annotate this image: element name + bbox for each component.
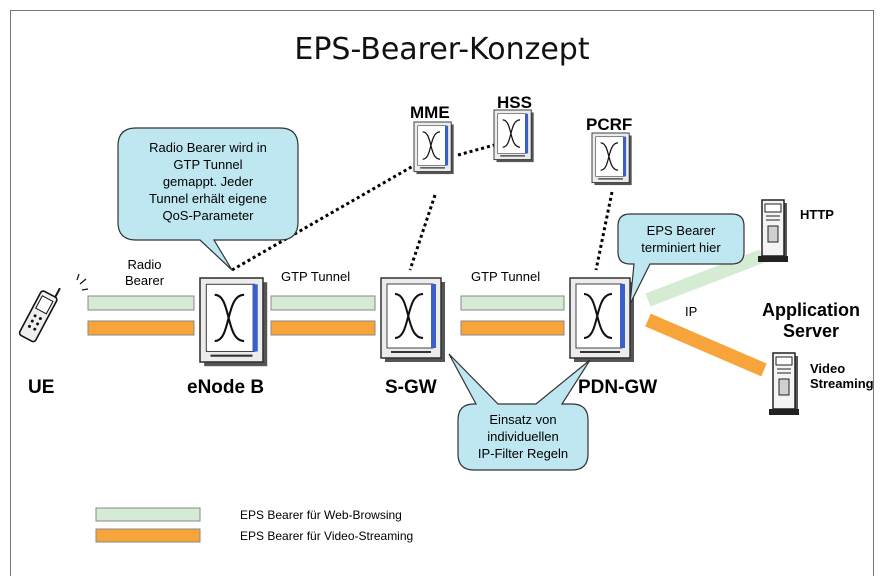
link-mme-sgw bbox=[408, 194, 437, 271]
legend-web-label: EPS Bearer für Web-Browsing bbox=[240, 508, 402, 522]
web-bar-gtp1 bbox=[270, 295, 376, 311]
page-title: EPS-Bearer-Konzept bbox=[294, 32, 590, 67]
hss-label: HSS bbox=[497, 93, 532, 112]
phone-icon bbox=[18, 287, 61, 343]
callout-radio-shape bbox=[117, 127, 299, 271]
callout-eps-shape bbox=[617, 213, 745, 305]
video-bar-gtp1 bbox=[270, 320, 376, 336]
enodeb-label: eNode B bbox=[187, 377, 265, 398]
bearer-bars bbox=[87, 249, 767, 377]
video-bar-gtp2 bbox=[460, 320, 565, 336]
legend-web-swatch bbox=[95, 507, 201, 522]
gtp-tunnel-label-2: GTP Tunnel bbox=[471, 269, 541, 284]
http-label: HTTP bbox=[800, 207, 834, 222]
hss-switch-icon bbox=[493, 109, 535, 163]
pdngw-label: PDN-GW bbox=[578, 377, 658, 398]
web-bar-radio bbox=[87, 295, 195, 311]
callout-radio-text: Radio Bearer wird in GTP Tunnel gemappt.… bbox=[148, 140, 268, 223]
gtp-tunnel-label-1: GTP Tunnel bbox=[281, 269, 351, 284]
pdngw-switch-icon bbox=[569, 277, 635, 363]
sgw-label: S-GW bbox=[385, 377, 437, 398]
app-server-label: Application Server bbox=[762, 300, 860, 341]
mme-label: MME bbox=[410, 103, 450, 122]
ue-label: UE bbox=[28, 377, 55, 398]
callout-filter-text: Einsatz von individuellen IP-Filter Rege… bbox=[477, 412, 569, 461]
video-bar-ip bbox=[645, 313, 767, 377]
link-enodeb-mme bbox=[231, 160, 421, 272]
diagram-frame bbox=[10, 10, 874, 576]
link-pcrf-pdngw bbox=[594, 191, 614, 271]
control-links bbox=[231, 142, 614, 272]
legend-video-label: EPS Bearer für Video-Streaming bbox=[240, 529, 414, 543]
ip-label: IP bbox=[685, 304, 698, 319]
pcrf-switch-icon bbox=[591, 132, 633, 186]
callout-eps-text: EPS Bearer terminiert hier bbox=[641, 223, 721, 255]
web-bar-ip bbox=[645, 249, 765, 307]
callout-filter-shape bbox=[448, 353, 591, 471]
radio-bearer-label: Radio Bearer bbox=[125, 257, 165, 288]
web-bar-gtp2 bbox=[460, 295, 565, 311]
signal-icon bbox=[76, 273, 89, 291]
enodeb-switch-icon bbox=[198, 276, 269, 368]
legend-video-swatch bbox=[95, 528, 201, 543]
http-server-icon bbox=[757, 199, 789, 263]
mme-switch-icon bbox=[413, 121, 455, 175]
sgw-switch-icon bbox=[380, 277, 446, 363]
video-server-icon bbox=[768, 352, 800, 416]
video-label: Video Streaming bbox=[810, 361, 874, 391]
video-bar-radio bbox=[87, 320, 195, 336]
link-mme-hss bbox=[457, 142, 499, 157]
pcrf-label: PCRF bbox=[586, 115, 633, 134]
